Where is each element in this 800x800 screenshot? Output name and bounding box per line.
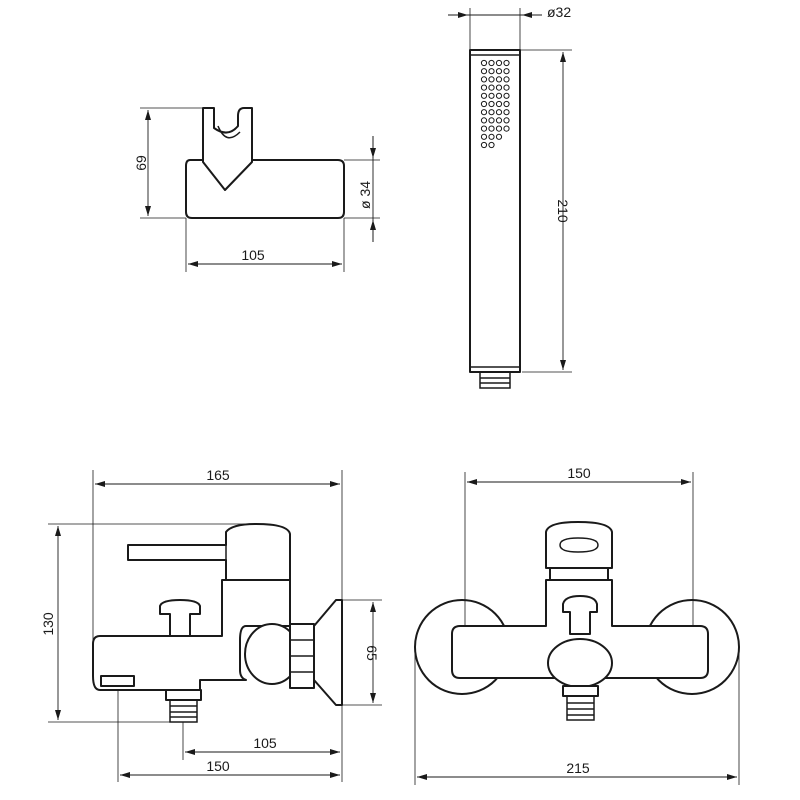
nozzle-hole	[495, 92, 503, 99]
inlet-connector	[165, 689, 202, 701]
nozzle-hole	[495, 109, 503, 116]
front-inlet-connector	[562, 685, 599, 697]
mixer-side-view: 165 130 65 105 150	[40, 467, 382, 782]
nozzle-hole	[503, 109, 510, 116]
nozzle-hole	[495, 59, 503, 67]
nozzle-hole	[488, 100, 495, 108]
front-total-label: 215	[566, 760, 590, 776]
mixer-front-view: 150 215	[414, 465, 740, 785]
nozzle-hole	[480, 109, 488, 116]
nozzle-hole	[503, 68, 510, 75]
nozzle-hole	[503, 100, 510, 108]
nozzle-hole	[488, 109, 495, 116]
holder-length-label: 105	[241, 247, 265, 263]
front-diverter-knob	[562, 595, 598, 635]
mixer-lever	[127, 523, 291, 581]
mixer-flange	[313, 599, 343, 706]
mixer-spout-label: 150	[206, 758, 230, 774]
front-bulb	[547, 638, 613, 688]
nozzle-hole	[480, 68, 488, 75]
front-handle	[545, 521, 613, 569]
nozzle-hole	[480, 141, 488, 149]
nozzle-hole	[488, 68, 495, 75]
nozzle-hole	[495, 100, 503, 108]
nozzle-hole	[503, 92, 510, 99]
nozzle-hole	[480, 92, 488, 99]
wall-holder-drawing: 69 ø 34 105	[133, 107, 380, 272]
nozzle-hole	[495, 117, 503, 124]
mixer-flange-label: 65	[364, 645, 380, 661]
holder-height-label: 69	[133, 155, 149, 171]
shower-body	[469, 49, 521, 373]
nozzle-hole	[503, 125, 510, 132]
nozzle-hole	[495, 84, 503, 91]
nozzle-hole	[480, 133, 488, 140]
nozzle-hole	[503, 76, 510, 83]
front-body-label: 150	[567, 465, 591, 481]
nozzle-hole	[503, 117, 510, 124]
nozzle-hole	[495, 133, 503, 140]
shower-diameter-label: ø32	[547, 4, 571, 20]
nozzle-hole	[503, 59, 510, 67]
holder-diameter-label: ø 34	[357, 181, 373, 209]
handle-indicator	[559, 537, 599, 553]
nozzle-hole	[488, 59, 495, 67]
nozzle-hole	[488, 92, 495, 99]
nozzle-hole	[480, 117, 488, 124]
hand-shower-drawing: ø32 210	[448, 4, 572, 389]
nozzle-hole	[488, 141, 495, 149]
nozzle-hole	[480, 76, 488, 83]
nozzle-hole	[488, 76, 495, 83]
mixer-inlet-offset-label: 105	[253, 735, 277, 751]
nozzle-hole	[488, 84, 495, 91]
nozzle-hole	[495, 68, 503, 75]
nozzle-hole	[503, 84, 510, 91]
nozzle-hole	[488, 133, 495, 140]
shower-nozzles	[480, 59, 510, 149]
nozzle-hole	[488, 125, 495, 132]
diverter-knob	[159, 599, 201, 637]
nozzle-hole	[488, 117, 495, 124]
nozzle-hole	[480, 125, 488, 132]
nozzle-hole	[495, 76, 503, 83]
shower-length-label: 210	[555, 199, 571, 223]
nozzle-hole	[480, 59, 488, 67]
nozzle-hole	[495, 125, 503, 132]
mixer-width-label: 165	[206, 467, 230, 483]
mixer-body	[92, 579, 291, 691]
spout-tip	[100, 675, 135, 687]
mixer-height-label: 130	[40, 612, 56, 636]
nozzle-hole	[480, 100, 488, 108]
nozzle-hole	[480, 84, 488, 91]
